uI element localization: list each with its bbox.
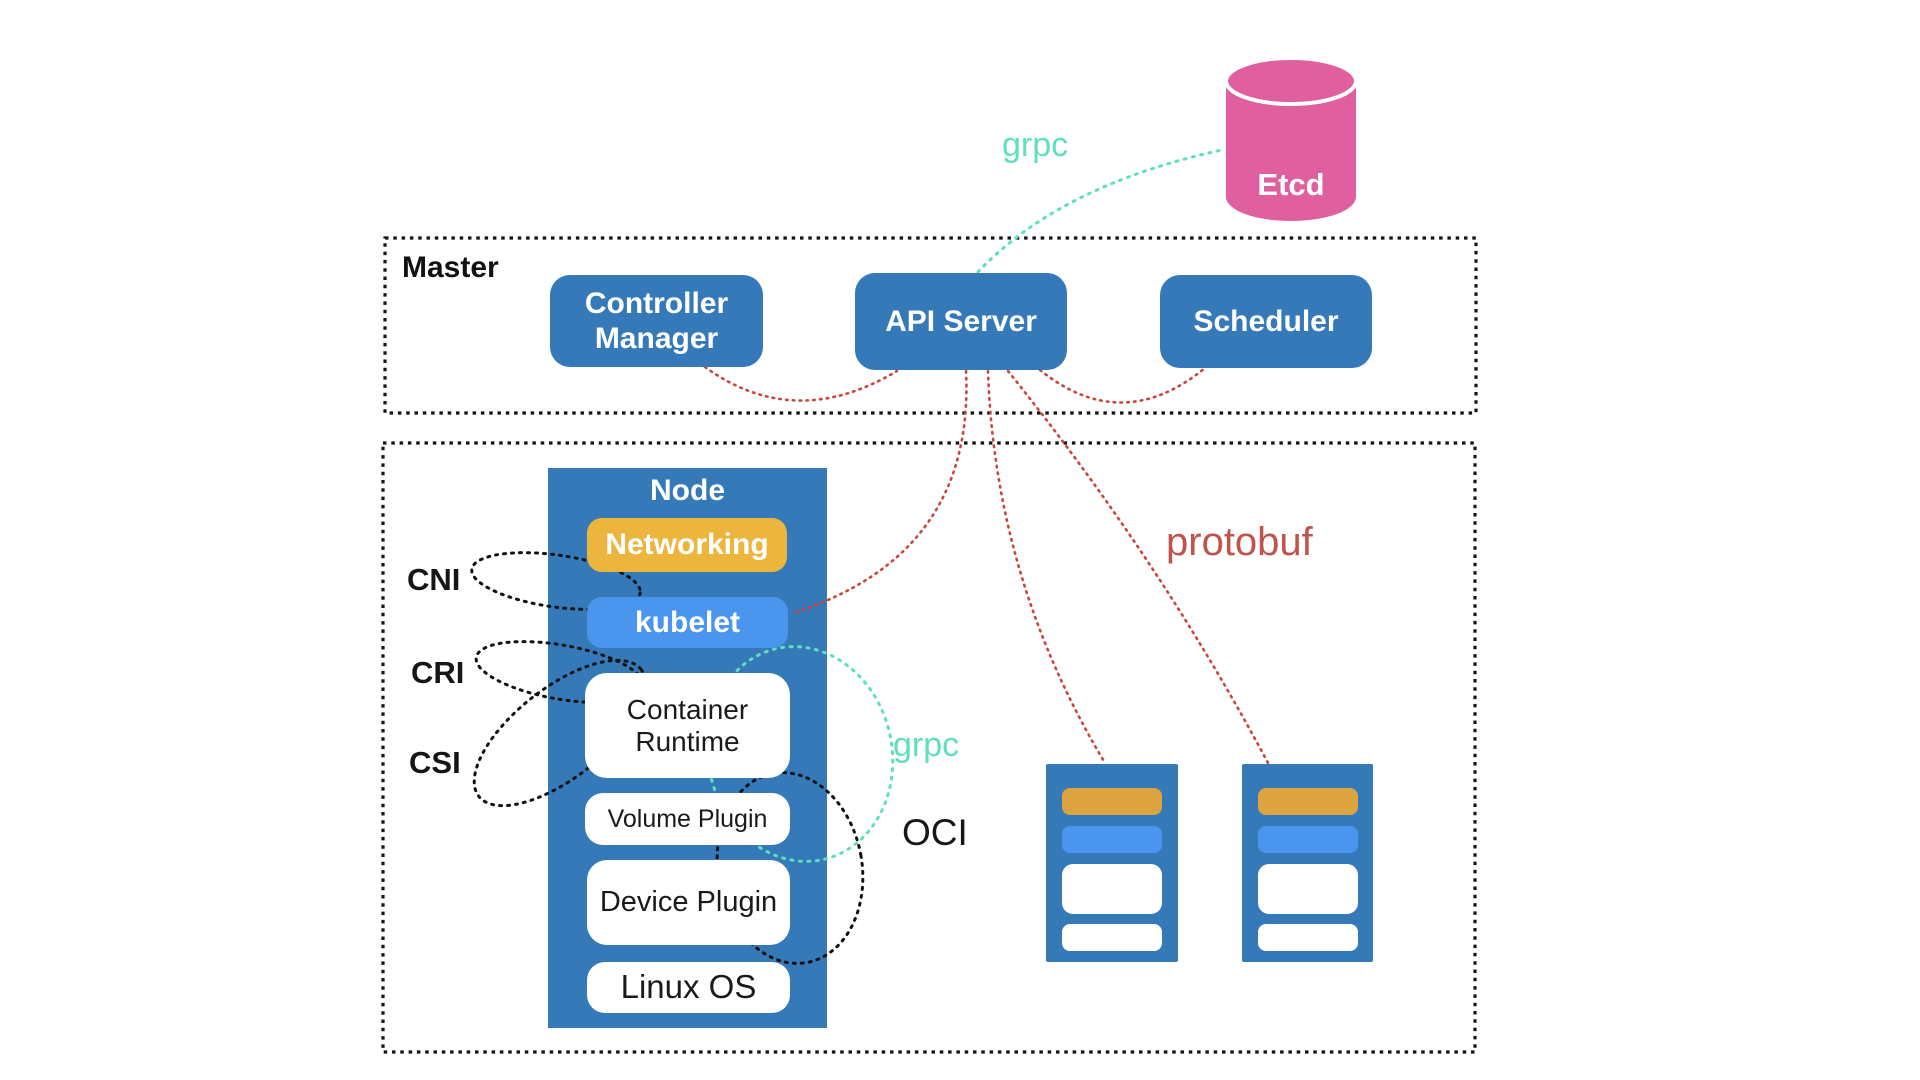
worker2-kubelet-bar [1258,826,1358,853]
cni-label: CNI [407,562,461,597]
api-worker1-line [986,369,1107,765]
kubelet-label: kubelet [634,605,741,639]
api-worker2-line [1006,369,1270,765]
worker1-os-bar [1062,924,1162,951]
controller-manager-box: Controller Manager [550,275,763,367]
container-runtime-box: Container Runtime [585,673,790,778]
api-scheduler-line [1038,366,1207,404]
grpc-runtime-label: grpc [893,726,960,764]
volume-plugin-label: Volume Plugin [607,805,768,833]
cri-label: CRI [411,655,465,690]
container-runtime-label: Container Runtime [626,694,749,757]
worker1-networking-bar [1062,788,1162,815]
etcd-cylinder: Etcd [1222,55,1360,227]
worker-node-1 [1046,764,1178,962]
protobuf-label: protobuf [1166,520,1313,564]
node-label: Node [650,474,725,507]
scheduler-label: Scheduler [1193,304,1339,338]
api-controller-manager-line [703,365,899,402]
etcd-cylinder-shape [1224,56,1358,221]
networking-box: Networking [587,518,787,572]
worker1-kubelet-bar [1062,826,1162,853]
worker-node-2 [1242,764,1373,962]
master-label: Master [402,251,499,284]
api-server-box: API Server [855,273,1067,370]
worker2-os-bar [1258,924,1358,951]
device-plugin-label: Device Plugin [599,886,778,919]
device-plugin-box: Device Plugin [587,860,790,945]
worker2-runtime-bar [1258,864,1358,914]
oci-label: OCI [902,812,968,853]
volume-plugin-box: Volume Plugin [585,793,790,845]
api-etcd-grpc-line [976,148,1224,274]
kubelet-box: kubelet [587,597,788,648]
grpc-etcd-label: grpc [1002,126,1069,164]
linux-os-label: Linux OS [620,968,757,1006]
networking-label: Networking [605,528,769,561]
controller-manager-label: Controller Manager [584,286,729,355]
worker1-runtime-bar [1062,864,1162,914]
etcd-label: Etcd [1257,167,1325,202]
api-server-label: API Server [885,304,1037,338]
linux-os-box: Linux OS [587,962,790,1013]
csi-label: CSI [409,745,461,780]
worker2-networking-bar [1258,788,1358,815]
scheduler-box: Scheduler [1160,275,1372,368]
